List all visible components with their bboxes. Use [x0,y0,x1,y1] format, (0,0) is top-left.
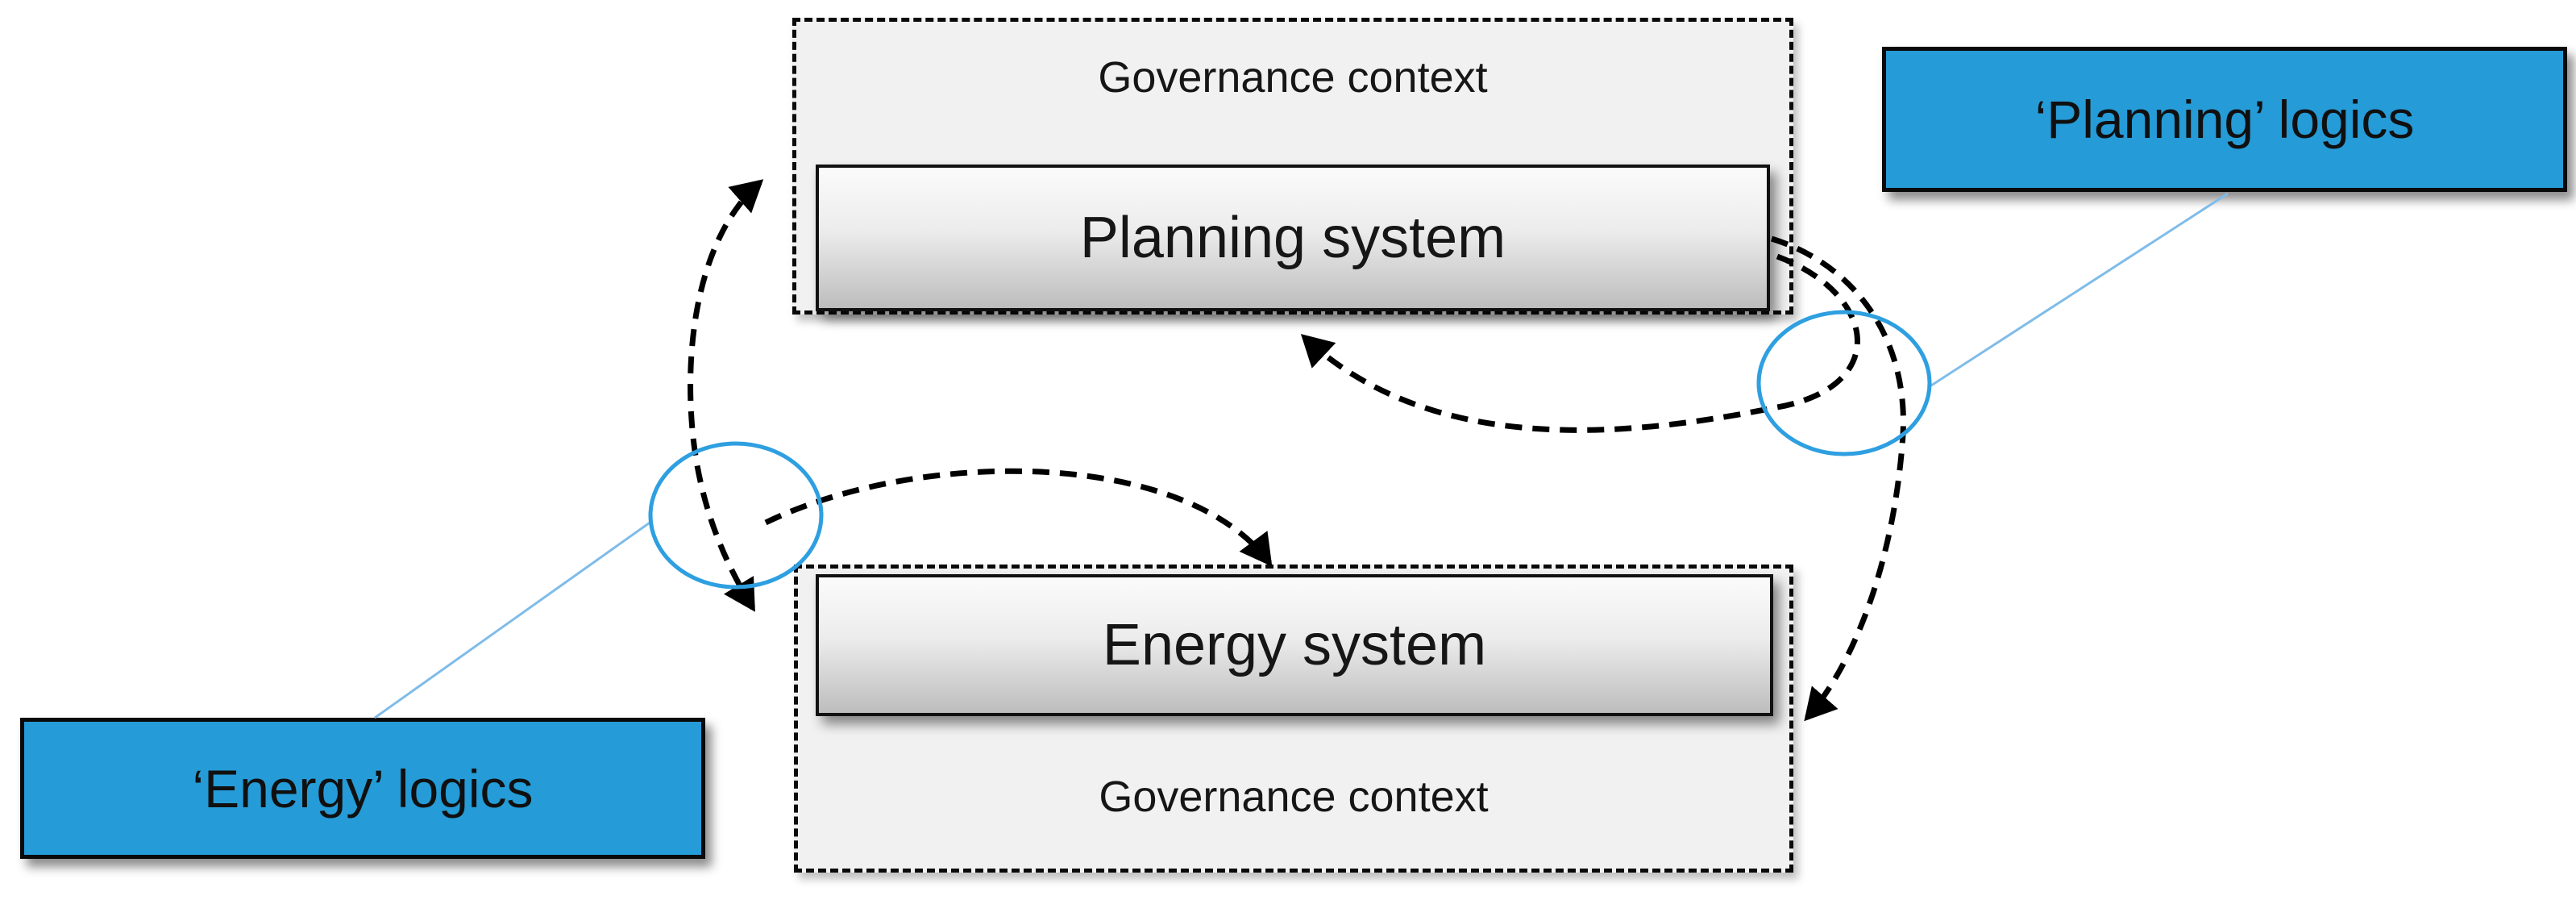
energy-system-box: Energy system [816,574,1773,716]
planning-logics-callout: ‘Planning’ logics [1882,47,2567,192]
planning-logics-circle [1756,310,1932,456]
arrow-to-energy-system-top [764,468,1273,567]
planning-system-box: Planning system [816,165,1770,311]
energy-logics-connector-line [374,519,653,719]
energy-logics-callout: ‘Energy’ logics [20,718,705,859]
arrow-left-bidirectional [688,179,764,612]
top-governance-context-label: Governance context [1098,53,1488,102]
planning-logics-connector-line [1930,192,2229,387]
bottom-governance-context-label: Governance context [1099,773,1489,821]
